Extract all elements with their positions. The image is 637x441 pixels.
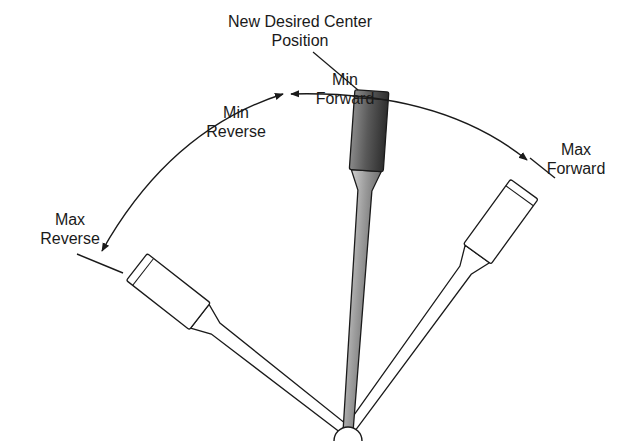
reverse-arc (102, 94, 283, 251)
max-forward-label: Max Forward (536, 140, 616, 178)
max-reverse-tick (77, 254, 123, 273)
max-reverse-label: Max Reverse (30, 210, 110, 248)
min-reverse-label: Min Reverse (196, 103, 276, 141)
pivot (334, 427, 362, 441)
min-forward-label: Min Forward (305, 70, 385, 108)
reverse-lever (126, 254, 358, 441)
center-lever (331, 90, 389, 434)
center-label: New Desired Center Position (225, 12, 375, 50)
